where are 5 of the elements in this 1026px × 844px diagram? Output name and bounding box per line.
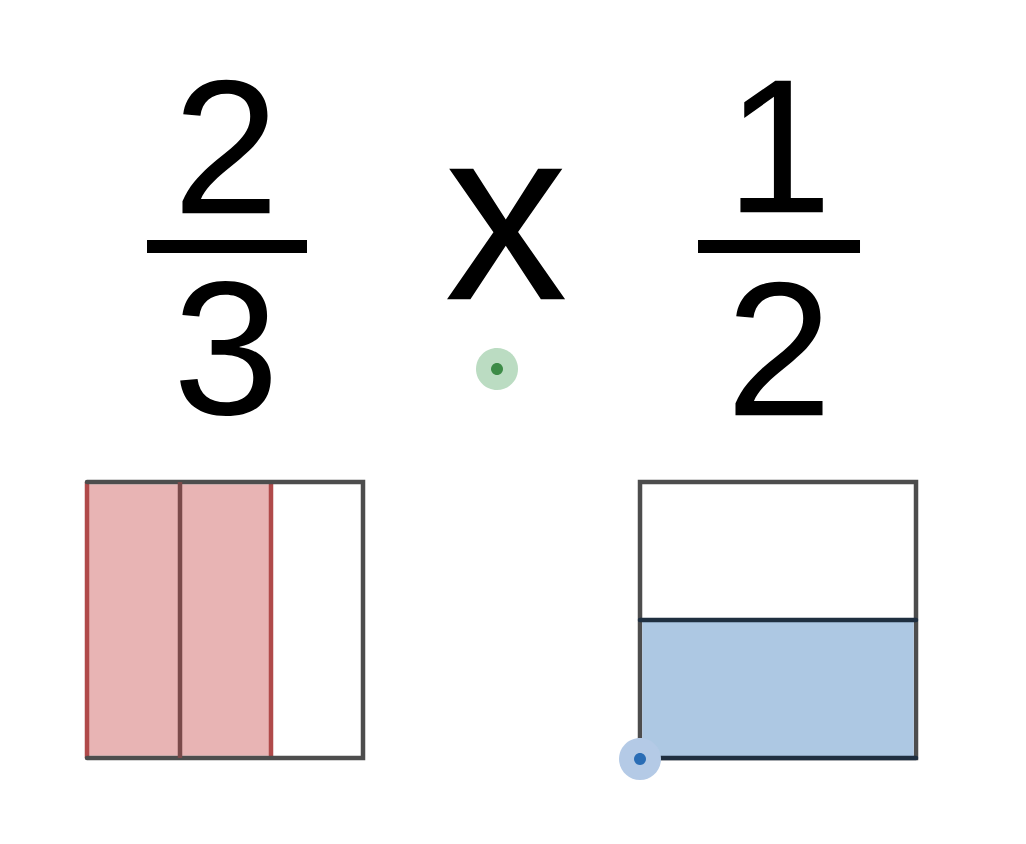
denominator: 3 <box>180 280 271 417</box>
numerator: 1 <box>740 80 823 213</box>
numerator: 2 <box>182 79 270 214</box>
multiplication-sign: x <box>447 168 566 300</box>
denominator: 2 <box>735 281 823 416</box>
